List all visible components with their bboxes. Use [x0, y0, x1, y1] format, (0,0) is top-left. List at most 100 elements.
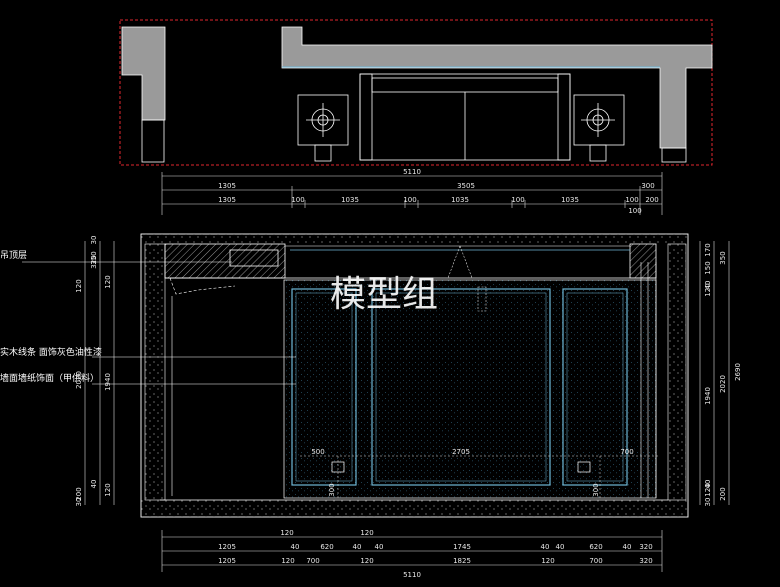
bottom-row2-label: 120 — [360, 557, 373, 565]
bottom-row1-label: 1745 — [453, 543, 471, 551]
panel-right — [562, 288, 628, 486]
bottom-row1-label: 40 — [291, 543, 300, 551]
bottom-row1-label: 320 — [639, 543, 652, 551]
plan-row1-label: 3505 — [457, 182, 475, 190]
vertical-dimension-lines — [84, 241, 730, 505]
left-dims-label: 320 — [90, 255, 98, 268]
plan-right-post — [661, 147, 687, 163]
plan-row2-label: 100 — [625, 196, 638, 204]
plan-dim-row1: 1305 3505 300 — [218, 182, 655, 190]
note-wood-trim: 实木线条 面饰灰色油性漆 — [0, 346, 102, 358]
top-plan-view — [119, 19, 713, 166]
plan-dim-row2: 1305 100 1035 100 1035 100 1035 100 200 — [218, 196, 659, 204]
plan-side-table-left — [297, 94, 349, 162]
ceiling-bulkhead — [164, 243, 286, 279]
right-dims-label: 350 — [719, 251, 727, 264]
bottom-row2-label: 120 — [281, 557, 294, 565]
bottom-row2-label: 700 — [589, 557, 602, 565]
bottom-overall-dim: 5110 — [403, 571, 421, 579]
left-dims-label: 120 — [104, 483, 112, 496]
left-dims-label: 350 — [90, 251, 98, 264]
plan-sofa — [359, 73, 571, 161]
wall-panel-area — [283, 279, 657, 499]
inner-dim-300-right: 300 — [592, 483, 600, 496]
plan-row1-label: 1305 — [218, 182, 236, 190]
bottom-row1-label: 40 — [541, 543, 550, 551]
plan-row2-label: 100 — [291, 196, 304, 204]
left-dims-label: 200 — [75, 487, 83, 500]
socket-right — [577, 461, 591, 473]
bottom-row1-label: 1205 — [218, 543, 236, 551]
plan-row2-label: 1035 — [341, 196, 359, 204]
right-dims-label: 120 — [704, 483, 712, 496]
right-dims-label: 1940 — [704, 387, 712, 405]
right-column-lines — [640, 262, 657, 498]
plan-top-wall — [281, 26, 713, 149]
right-dims-label: 40 — [704, 480, 712, 489]
plan-border — [119, 19, 713, 166]
left-dims-label: 1940 — [104, 373, 112, 391]
right-dims-label: 30 — [704, 498, 712, 507]
left-dims-label: 30 — [90, 236, 98, 245]
right-dims-label: 170 — [704, 243, 712, 256]
plan-dimensions — [161, 172, 663, 215]
note-wallpaper: 墙面墙纸饰面（甲供料） — [0, 372, 99, 384]
inner-dim-700: 700 — [620, 448, 633, 456]
plan-row2-label: 200 — [645, 196, 658, 204]
right-dims-label: 200 — [719, 487, 727, 500]
plan-dim-extra: 100 — [628, 207, 641, 215]
right-dims-label: 150 — [704, 261, 712, 274]
right-dims-label: 40 — [704, 281, 712, 290]
ceiling-bulkhead-right — [629, 243, 657, 279]
note-ceiling: 吊顶层 — [0, 250, 27, 261]
bottom-row2-label: 320 — [639, 557, 652, 565]
left-dims-label: 120 — [75, 279, 83, 292]
bottom-row1-label: 620 — [589, 543, 602, 551]
bottom-row1-label: 40 — [623, 543, 632, 551]
left-dims-label: 30 — [75, 498, 83, 507]
right-dims-label: 120 — [704, 283, 712, 296]
floor-slab — [141, 500, 688, 517]
inner-dim-2705: 2705 — [452, 448, 470, 456]
bottom-row1-label: 620 — [320, 543, 333, 551]
left-doorway — [169, 277, 236, 295]
bottom-row2-label: 700 — [306, 557, 319, 565]
inner-dim-300-left: 300 — [328, 483, 336, 496]
plan-row2-label: 100 — [403, 196, 416, 204]
bottom-dim-row2: 1205 700 120 120 1825 120 700 320 — [218, 557, 653, 565]
right-wall-section — [667, 243, 687, 501]
plan-left-wall — [121, 26, 166, 121]
bottom-row2-label: 1205 — [218, 557, 236, 565]
plan-side-table-right — [573, 94, 625, 162]
left-dims-label: 40 — [90, 480, 98, 489]
plan-row1-label: 300 — [641, 182, 654, 190]
bottom-row1-label: 40 — [556, 543, 565, 551]
plan-overall-dim: 5110 — [403, 168, 421, 176]
bottom-row2-label: 1825 — [453, 557, 471, 565]
plan-row2-label: 100 — [511, 196, 524, 204]
right-dims-label: 2020 — [719, 375, 727, 393]
elevation-view — [140, 233, 689, 518]
wall-panels — [291, 288, 628, 486]
bottom-row1-label: 40 — [353, 543, 362, 551]
left-dims-label: 120 — [104, 275, 112, 288]
panel-center — [371, 288, 551, 486]
plan-row2-label: 1035 — [451, 196, 469, 204]
plan-row2-label: 1035 — [561, 196, 579, 204]
note-leaders — [22, 261, 296, 385]
panel-left — [291, 288, 357, 486]
left-wall-section — [144, 243, 166, 501]
inner-dim-500: 500 — [311, 448, 324, 456]
ceiling-slab — [141, 234, 688, 244]
bottom-row2-label: 120 — [541, 557, 554, 565]
bottom-row1-label: 120 — [280, 529, 293, 537]
bottom-dimension-lines — [161, 530, 663, 572]
plan-row2-label: 1305 — [218, 196, 236, 204]
watermark-text: 模型组 — [330, 274, 438, 315]
left-dims-label: 2020 — [75, 371, 83, 389]
right-dims-label: 2690 — [734, 363, 742, 381]
bottom-row1-label: 40 — [375, 543, 384, 551]
